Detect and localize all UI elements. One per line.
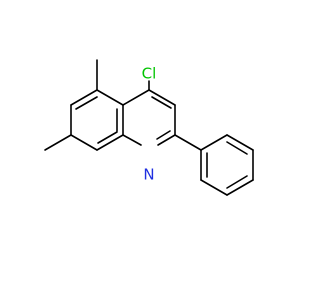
- nitrogen-label: N: [143, 166, 154, 184]
- bond-ph-4-inner: [226, 175, 248, 189]
- bond-n1-c2-inner: [156, 130, 171, 140]
- chlorine-label: Cl: [142, 65, 157, 83]
- bond-n1-c8a: [122, 134, 142, 146]
- bond-ph-2: [226, 134, 254, 151]
- bond-c8-c8a: [96, 134, 124, 151]
- structure-canvas: Cl N: [44, 59, 254, 196]
- bonds: [44, 59, 254, 196]
- bond-c4-c3: [148, 89, 176, 106]
- atom-labels: Cl N: [142, 65, 157, 184]
- bond-c5-c6-inner: [75, 96, 98, 110]
- bond-c7-methyl: [44, 134, 72, 151]
- bond-ph-1: [200, 134, 228, 151]
- bond-ph-2-inner: [226, 141, 248, 155]
- bond-c8-c8a-inner: [97, 131, 118, 144]
- bond-ph-5: [200, 179, 228, 196]
- bond-c4a-c4: [122, 89, 150, 106]
- bond-c2-n1: [157, 134, 176, 146]
- bond-c4a-c5: [96, 89, 124, 106]
- bond-c3-c4-inner: [151, 96, 172, 109]
- bond-c2-phenyl: [174, 134, 202, 151]
- bond-c7-c8: [70, 134, 98, 151]
- bond-ph-4: [226, 179, 254, 196]
- bond-c5-c6: [70, 89, 98, 106]
